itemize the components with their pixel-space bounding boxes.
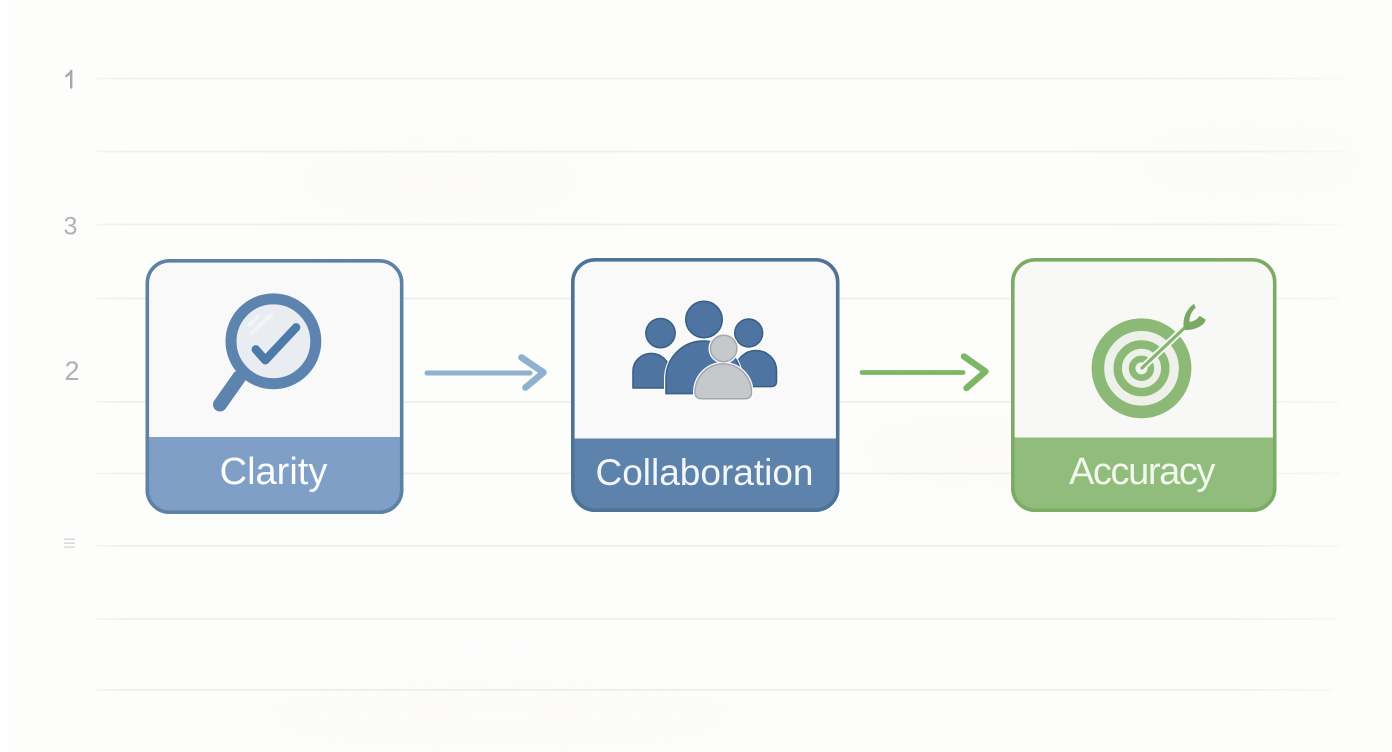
svg-text:Clarity: Clarity [220, 451, 328, 493]
svg-text:Accuracy: Accuracy [1069, 451, 1215, 493]
svg-text:Collaboration: Collaboration [595, 452, 813, 493]
svg-text:3: 3 [64, 213, 78, 241]
svg-text:2: 2 [64, 356, 79, 386]
